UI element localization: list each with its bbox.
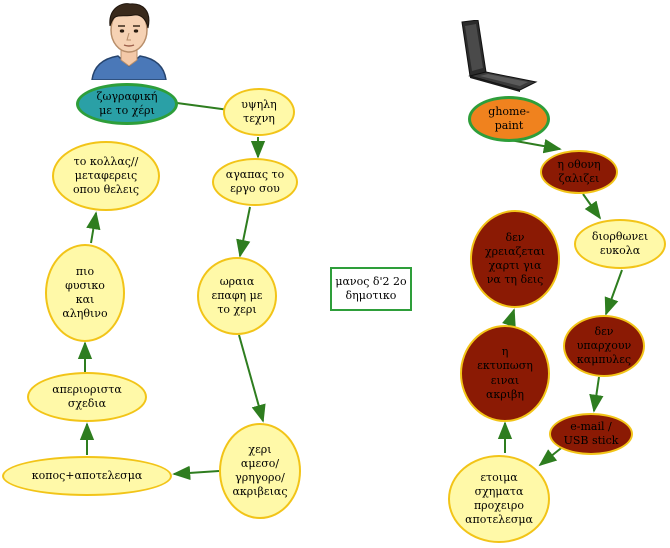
- right-node-screen-dizzy: η οθονη ζαλιζει: [540, 150, 618, 194]
- right-node-no-paper: δεν χρειαζεται χαρτι για να τη δεις: [470, 210, 560, 308]
- link-right-n2-n3: [604, 269, 623, 316]
- right-node-ready-shapes: ετοιμα σχηματα προχειρο αποτελεσμα: [448, 455, 550, 543]
- link-right-root-n1: [509, 139, 562, 154]
- right-node-corrects-easily: διορθωνει ευκολα: [574, 219, 666, 269]
- left-node-unlimited-designs: απεριοριστα σχεδια: [27, 372, 147, 422]
- link-right-n3-n4: [589, 376, 604, 413]
- left-node-effort-result: κοπος+αποτελεσμα: [2, 456, 172, 496]
- right-root-node: ghome- paint: [468, 96, 550, 142]
- left-node-love-work: αγαπας το εργο σου: [212, 158, 298, 206]
- right-node-print-accurate: η εκτυπωση ειναι ακριβη: [460, 325, 550, 422]
- left-root-node: ζωγραφική με το χέρι: [76, 83, 178, 125]
- link-right-n1-n2: [582, 193, 602, 220]
- laptop-icon: [461, 20, 538, 92]
- person-icon: [91, 3, 167, 80]
- link-left-n4-n5: [172, 465, 220, 481]
- left-node-nice-contact: ωραια επαφη με το χερι: [197, 257, 277, 335]
- left-node-hand-direct: χερι αμεσο/ γρηγορο/ ακριβειας: [219, 423, 301, 519]
- left-node-glue-move: το κολλας// μεταφερεις οπου θελεις: [52, 141, 160, 211]
- link-left-n7-n8: [86, 211, 101, 244]
- right-node-email-usb: e-mail / USB stick: [549, 413, 633, 455]
- link-left-n3-n4: [238, 334, 266, 423]
- center-author-label: μανος δ'2 2ο δημοτικο: [330, 267, 412, 311]
- left-node-high-art: υψηλη τεχνη: [223, 88, 295, 136]
- left-node-more-natural: πιο φυσικο και αληθινο: [45, 244, 125, 342]
- link-left-n2-n3: [236, 206, 251, 258]
- right-node-no-curves: δεν υπαρχουν καμπυλες: [563, 315, 645, 377]
